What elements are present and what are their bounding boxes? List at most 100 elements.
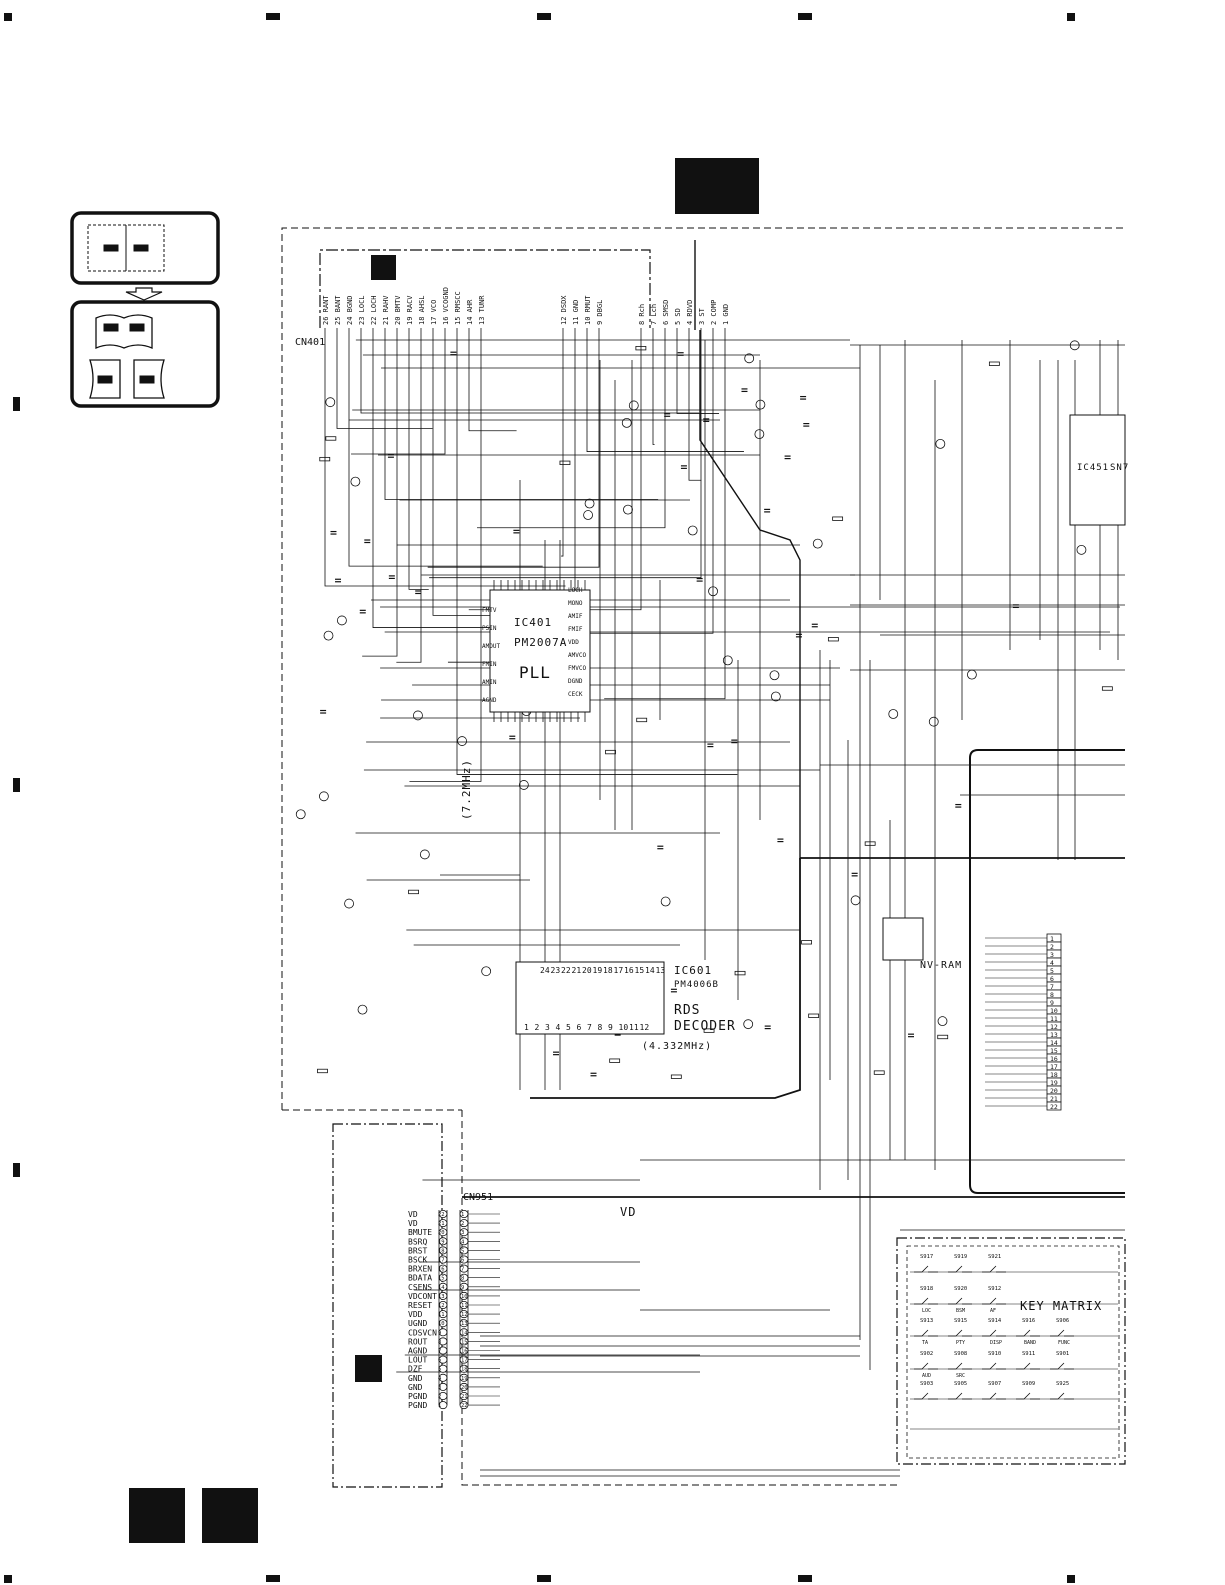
transistor [318,791,329,802]
trace [408,345,429,590]
cn951-pin-number: 22 [461,1403,468,1409]
cn401-pin-label: 23 LOCL [358,295,366,325]
cn401-pin-label: 9 DBGL [596,300,604,325]
ic401-left-pin: AMIN [482,679,497,686]
transistor [966,669,977,680]
cn951-signal: AGND [408,1347,427,1356]
key-switch-symbol [948,1297,972,1305]
key-switch-symbol [1016,1362,1040,1370]
key-switch-ref: S910 [988,1351,1001,1357]
controller-pin-number: 15 [1050,1047,1058,1055]
cn951-pin-number: 21 [461,1394,468,1400]
cn951-signal: RESET [408,1301,432,1310]
cn401-pin-label: 26 RANT [322,295,330,325]
controller-pin-number: 19 [1050,1079,1058,1087]
transistor [743,1019,754,1030]
trace [348,345,543,567]
cn951-pin-number: 5 [438,1367,441,1373]
cn401-pin-label: 2 COMP [710,300,718,325]
controller-bus-line [462,857,1125,1198]
cn951-pin-number: 9 [438,1330,441,1336]
key-switch-ref: S901 [1056,1351,1069,1357]
ic401-right-pin: AMIF [568,613,583,620]
controller-pin-number: 8 [1050,991,1054,999]
controller-pin-number: 7 [1050,983,1054,991]
cn951-pin-number: 6 [461,1258,464,1264]
cn951-pin-number: 5 [461,1248,464,1254]
key-switch-symbol [914,1297,938,1305]
transistor [1069,340,1080,351]
ic401-pin-labels: FMTVPSINAMOUTFMINAMINAGNDLOCHMONOAMIFFMI… [482,580,586,722]
key-matrix-inner [906,1245,1120,1459]
ic401-left-pin: AGND [482,697,497,704]
resistor [605,749,616,755]
transistor [419,849,430,860]
trace [396,345,422,663]
transistor [755,399,766,410]
key-switch-symbol [982,1362,1006,1370]
cn951-pin-number: 15 [461,1339,468,1345]
cn401-pin-label: 8 Rch [638,304,646,325]
cn401-pin-label: 12 DSDX [560,295,568,325]
cn401-pin-label: 15 RMSCC [454,291,462,325]
key-switch-symbol [948,1392,972,1400]
transistor [337,615,347,626]
ic601-top-pin: 15 [635,966,645,975]
cn951-signal: BRXEN [408,1265,432,1274]
resistor [703,1028,715,1033]
transistor [708,586,718,597]
ic601-top-pin: 21 [572,966,582,975]
ic401-body [489,589,591,713]
key-switch-ref: S925 [1056,1381,1069,1387]
key-switch-ref: S920 [954,1286,967,1292]
cn951-signal: ROUT [408,1337,427,1346]
key-switch-label: AF [990,1308,996,1314]
resistor [827,637,839,642]
transistor [660,896,671,907]
cn951-signal: GND [408,1383,423,1392]
ic401-left-pin: AMOUT [482,643,500,650]
ic601-bottom-pin: 11 [629,1023,639,1032]
ic451-part: SN7 [1110,463,1129,473]
cn951-pin-number: 1 [438,1403,441,1409]
page-navigation-legend [70,211,220,408]
cn951-pin-number: 12 [438,1303,445,1309]
trace [384,345,659,500]
ic601-top-pin: 22 [561,966,571,975]
controller-pin-number: 22 [1050,1103,1058,1111]
key-switch-symbol [982,1297,1006,1305]
resistor [1101,686,1113,691]
controller-pin-number: 6 [1050,975,1054,983]
ic601-bottom-pin: 10 [619,1023,629,1032]
key-switch-symbol [948,1362,972,1370]
resistor [635,346,647,351]
resistor [408,889,419,895]
transistor [413,710,423,721]
cn951-pin-number: 7 [461,1267,464,1273]
vd-label: VD [620,1205,636,1219]
trace [324,345,566,587]
cn951-signal: CDSVCN [408,1328,437,1337]
key-switch-label: BAND [1024,1340,1036,1346]
ic601-top-pin: 17 [614,966,624,975]
cn951-pin-number: 6 [438,1358,441,1364]
resistor [559,460,571,465]
transistor [457,736,467,746]
controller-pin-number: 12 [1050,1023,1058,1031]
controller-pin-number: 21 [1050,1095,1058,1103]
cn951-signal: UGND [408,1319,427,1328]
ic601-top-pin: 24 [540,966,550,975]
trace [652,345,655,445]
cn401-label: CN401 [295,337,325,348]
trace [409,345,482,782]
cn951-pin-number: 13 [438,1294,445,1300]
key-switch-label: SRC [956,1373,965,1379]
module-tag [371,255,396,280]
transistor [621,417,632,428]
transistor [935,438,946,449]
ic401-crystal: (7.2MHz) [460,759,473,820]
